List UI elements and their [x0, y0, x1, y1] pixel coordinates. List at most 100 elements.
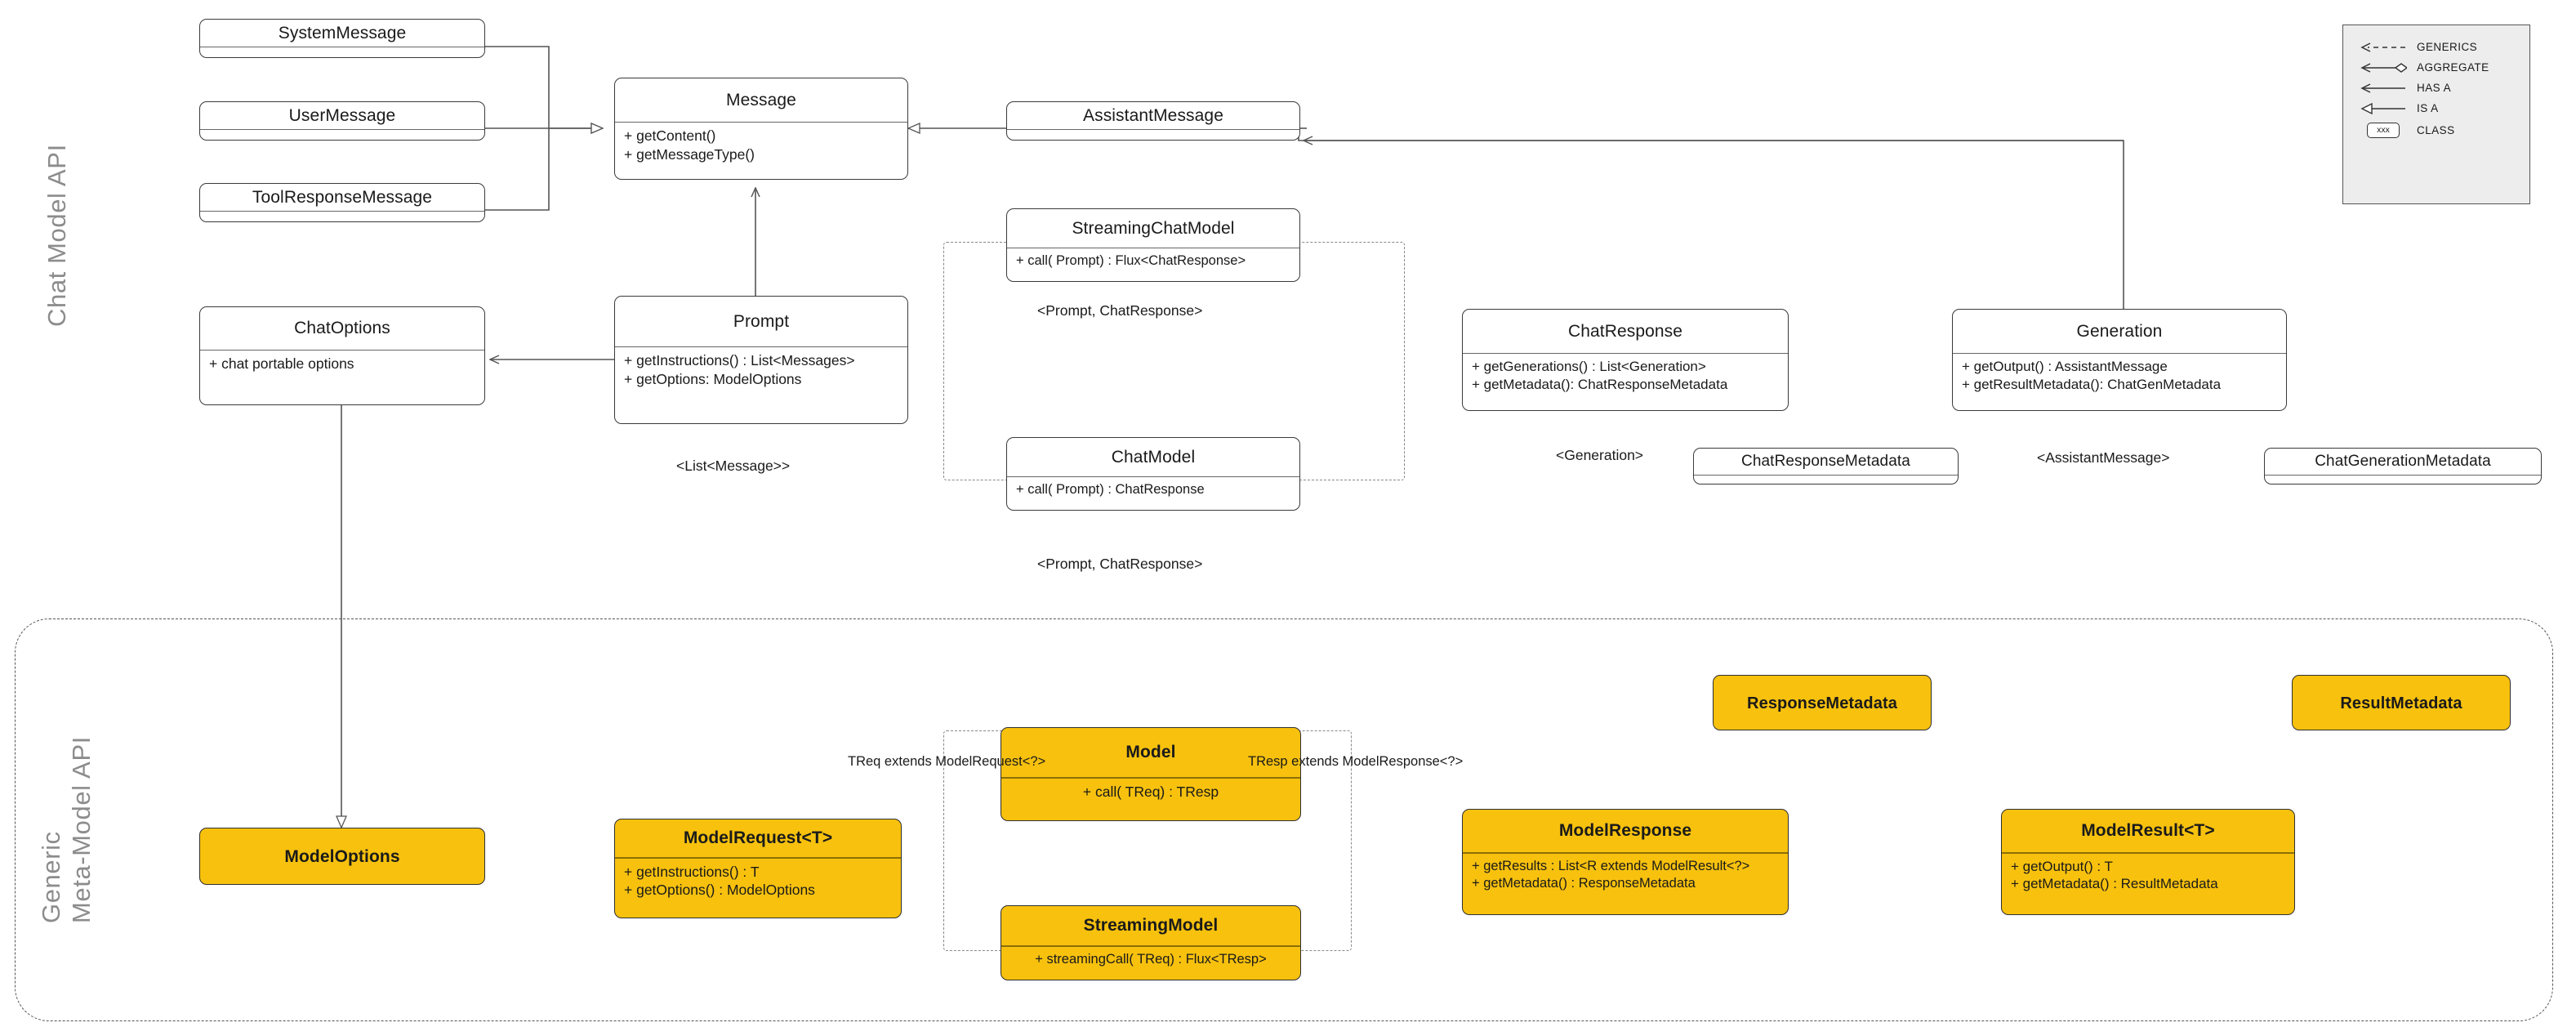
- class-member: + getResultMetadata(): ChatGenMetadata: [1962, 376, 2222, 392]
- class-member: + getMetadata(): ChatResponseMetadata: [1472, 376, 1728, 392]
- class-title: ResponseMetadata: [1747, 694, 1897, 712]
- class-member: + getInstructions() : T: [624, 863, 760, 880]
- edge-label-assistant-message: <AssistantMessage>: [2037, 449, 2170, 466]
- class-member: + getOptions: ModelOptions: [624, 370, 802, 387]
- class-members: + getContent() + getMessageType(): [615, 123, 907, 167]
- class-title: ChatOptions: [294, 319, 390, 337]
- legend-label: CLASS: [2417, 123, 2455, 136]
- class-members: [200, 130, 484, 139]
- class-separator: [1001, 945, 1300, 947]
- class-node-model-request[interactable]: ModelRequest<T> + getInstructions() : T …: [614, 819, 902, 918]
- class-separator: [2265, 475, 2541, 476]
- class-member: + getMessageType(): [624, 145, 755, 163]
- class-node-response-metadata[interactable]: ResponseMetadata: [1713, 675, 1932, 730]
- group-label-line-1: Generic: [37, 831, 65, 923]
- class-node-model[interactable]: Model + call( TReq) : TResp: [1001, 727, 1301, 821]
- class-title: ChatResponseMetadata: [1741, 453, 1910, 470]
- class-title: UserMessage: [288, 105, 396, 125]
- class-member: + getOutput() : T: [2011, 858, 2113, 874]
- class-title: ToolResponseMessage: [252, 187, 433, 207]
- class-members: + getResults : List<R extends ModelResul…: [1463, 854, 1788, 897]
- class-node-model-options[interactable]: ModelOptions: [199, 828, 485, 885]
- class-node-model-result[interactable]: ModelResult<T> + getOutput() : T + getMe…: [2001, 809, 2295, 915]
- legend-row-class: xxx CLASS: [2358, 118, 2529, 141]
- legend-label: IS A: [2417, 102, 2439, 114]
- class-node-chat-model[interactable]: ChatModel + call( Prompt) : ChatResponse: [1006, 437, 1300, 511]
- legend-row-has-a: HAS A: [2358, 78, 2529, 98]
- class-title: StreamingModel: [1083, 916, 1219, 935]
- class-member: + streamingCall( TReq) : Flux<TResp>: [1035, 951, 1267, 967]
- class-node-chat-generation-metadata[interactable]: ChatGenerationMetadata: [2264, 448, 2542, 485]
- class-node-assistant-message[interactable]: AssistantMessage: [1006, 101, 1300, 141]
- class-title: AssistantMessage: [1082, 105, 1223, 125]
- class-member: + getGenerations() : List<Generation>: [1472, 359, 1706, 375]
- class-member: + getOutput() : AssistantMessage: [1962, 359, 2168, 375]
- class-title: ChatModel: [1111, 447, 1196, 467]
- legend-row-generics: GENERICS: [2358, 37, 2529, 57]
- class-member: + getOptions() : ModelOptions: [624, 881, 815, 898]
- legend-label: AGGREGATE: [2417, 61, 2489, 74]
- class-title: Generation: [2076, 321, 2163, 341]
- class-separator: [200, 129, 484, 131]
- generics-arrow-icon: [2358, 37, 2409, 57]
- class-members: + getInstructions() : List<Messages> + g…: [615, 347, 907, 392]
- class-title: ResultMetadata: [2340, 694, 2462, 712]
- class-members: + getGenerations() : List<Generation> + …: [1463, 354, 1788, 398]
- class-node-streaming-chat-model[interactable]: StreamingChatModel + call( Prompt) : Flu…: [1006, 208, 1300, 282]
- class-member: + getResults : List<R extends ModelResul…: [1472, 858, 1750, 873]
- has-a-arrow-icon: [2358, 78, 2409, 98]
- class-members: [200, 212, 484, 221]
- edge-label-list-message: <List<Message>>: [676, 458, 791, 474]
- class-title: ModelOptions: [284, 847, 400, 866]
- class-node-prompt[interactable]: Prompt + getInstructions() : List<Messag…: [614, 296, 908, 424]
- class-members: + getOutput() : T + getMetadata() : Resu…: [2002, 854, 2294, 898]
- class-node-system-message[interactable]: SystemMessage: [199, 19, 485, 58]
- legend-label: HAS A: [2417, 82, 2452, 94]
- class-separator: [1001, 777, 1300, 779]
- class-node-tool-response-message[interactable]: ToolResponseMessage: [199, 183, 485, 222]
- class-node-chat-response[interactable]: ChatResponse + getGenerations() : List<G…: [1462, 309, 1789, 411]
- class-title: Model: [1125, 743, 1176, 761]
- edge-label-prompt-chatresponse-bottom: <Prompt, ChatResponse>: [1037, 556, 1203, 572]
- class-node-message[interactable]: Message + getContent() + getMessageType(…: [614, 78, 908, 180]
- legend-row-aggregate: AGGREGATE: [2358, 57, 2529, 78]
- edge-label-tresp-extends: TResp extends ModelResponse<?>: [1248, 754, 1464, 769]
- class-separator: [1953, 353, 2286, 355]
- class-node-chat-response-metadata[interactable]: ChatResponseMetadata: [1693, 448, 1959, 485]
- edge-label-treq-extends: TReq extends ModelRequest<?>: [848, 754, 1046, 769]
- class-node-user-message[interactable]: UserMessage: [199, 101, 485, 141]
- class-title: StreamingChatModel: [1072, 218, 1235, 238]
- class-members: + getOutput() : AssistantMessage + getRe…: [1953, 354, 2286, 398]
- class-box-icon: xxx: [2358, 120, 2409, 141]
- class-members: [200, 47, 484, 56]
- class-separator: [615, 346, 907, 348]
- class-member: + call( TReq) : TResp: [1082, 783, 1219, 800]
- class-separator: [615, 122, 907, 123]
- class-member: + getMetadata() : ResultMetadata: [2011, 876, 2218, 892]
- class-members: + call( Prompt) : ChatResponse: [1007, 477, 1299, 503]
- class-node-result-metadata[interactable]: ResultMetadata: [2292, 675, 2511, 730]
- class-node-chat-options[interactable]: ChatOptions + chat portable options: [199, 306, 485, 405]
- class-title: ChatResponse: [1567, 321, 1683, 341]
- edge-label-prompt-chatresponse-top: <Prompt, ChatResponse>: [1037, 302, 1203, 319]
- class-member: + getContent(): [624, 127, 716, 145]
- legend-label: GENERICS: [2417, 41, 2478, 53]
- group-label-generic-meta-model-api: Generic Meta-Model API: [37, 736, 96, 923]
- class-separator: [1007, 476, 1299, 478]
- class-title: ModelResponse: [1558, 821, 1692, 840]
- class-node-model-response[interactable]: ModelResponse + getResults : List<R exte…: [1462, 809, 1789, 915]
- class-members: + chat portable options: [200, 351, 484, 377]
- class-title: ChatGenerationMetadata: [2315, 453, 2491, 470]
- class-node-streaming-model[interactable]: StreamingModel + streamingCall( TReq) : …: [1001, 905, 1301, 980]
- class-separator: [1463, 353, 1788, 355]
- class-node-generation[interactable]: Generation + getOutput() : AssistantMess…: [1952, 309, 2287, 411]
- class-members: + call( TReq) : TResp: [1001, 779, 1300, 806]
- group-label-chat-model-api: Chat Model API: [42, 144, 71, 327]
- class-members: [1007, 130, 1299, 139]
- class-separator: [2002, 852, 2294, 854]
- class-separator: [200, 211, 484, 212]
- aggregate-arrow-icon: [2358, 57, 2409, 78]
- group-frame-generic-meta-model-api: [15, 618, 2553, 1021]
- class-title: ModelResult<T>: [2081, 821, 2215, 840]
